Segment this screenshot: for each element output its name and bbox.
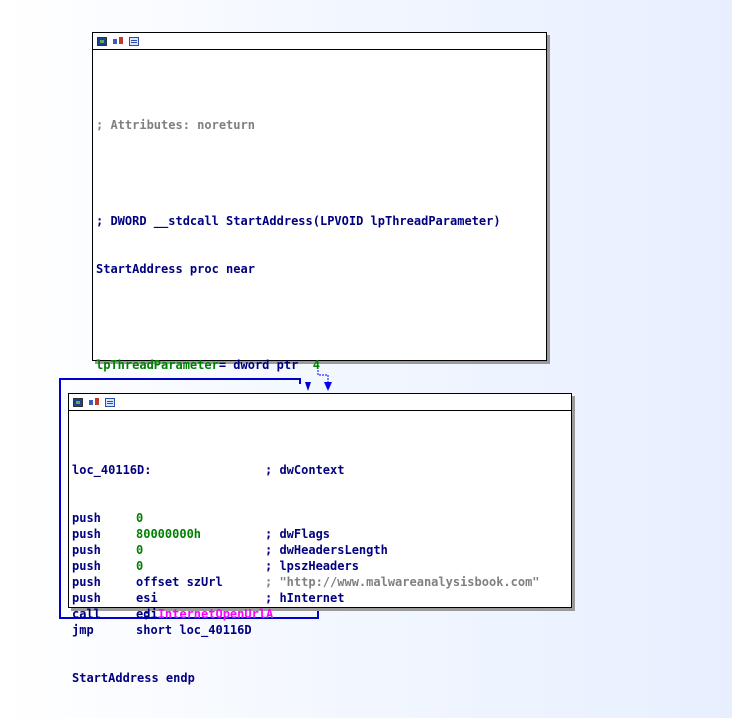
- label-comment: ; dwContext: [265, 463, 345, 477]
- flow-chart-icon[interactable]: [113, 37, 123, 45]
- operand: 0: [136, 511, 144, 525]
- comment: ; dwHeadersLength: [265, 543, 388, 557]
- instruction-line: push offset szUrl ; "http://www.malwareana…: [72, 574, 540, 590]
- proc-line: StartAddress proc near: [96, 262, 255, 276]
- mnemonic: push: [72, 559, 101, 573]
- block-toolbar: [69, 394, 571, 411]
- loop-edge: [59, 361, 332, 619]
- operand: 80000000h: [136, 527, 202, 541]
- instruction-line: push 0 ; lpszHeaders: [72, 558, 540, 574]
- var-type: = dword ptr: [218, 358, 313, 372]
- operand: 0: [136, 559, 144, 573]
- comment: ; dwFlags: [265, 527, 331, 541]
- api-name[interactable]: InternetOpenUrlA: [157, 607, 274, 621]
- text-view-icon[interactable]: [129, 36, 139, 46]
- instruction-line: push 0: [72, 510, 540, 526]
- label-line: loc_40116D: ; dwContext: [72, 462, 540, 478]
- loc-label[interactable]: loc_40116D:: [72, 463, 152, 477]
- mnemonic: push: [72, 543, 101, 557]
- mnemonic: call: [72, 607, 101, 621]
- operand: 0: [136, 543, 144, 557]
- code-listing: loc_40116D: ; dwContext push 0 push 80000000…: [72, 430, 540, 718]
- instruction-line: jmp short loc_40116D: [72, 622, 540, 638]
- graph-overview-icon[interactable]: [73, 397, 83, 407]
- mnemonic: jmp: [72, 623, 94, 637]
- var-name: lpThreadParameter: [96, 358, 219, 372]
- mnemonic: push: [72, 591, 101, 605]
- var-line: lpThreadParameter= dword ptr 4: [96, 357, 501, 373]
- code-block-start[interactable]: ; Attributes: noreturn ; DWORD __stdcall…: [92, 32, 547, 612]
- graph-overview-icon[interactable]: [97, 36, 107, 46]
- instruction-line: push 80000000h ; dwFlags: [72, 526, 540, 542]
- comment: ; lpszHeaders: [265, 559, 359, 573]
- endp-line: StartAddress endp: [72, 671, 195, 685]
- block-toolbar: [93, 33, 546, 50]
- mnemonic: push: [72, 575, 101, 589]
- mnemonic: push: [72, 527, 101, 541]
- mnemonic: push: [72, 511, 101, 525]
- prototype-comment: ; DWORD __stdcall StartAddress(LPVOID lp…: [96, 214, 501, 228]
- var-offset: 4: [312, 358, 320, 372]
- comment: ; hInternet: [265, 591, 345, 605]
- attributes-comment: ; Attributes: noreturn: [96, 118, 255, 132]
- operand: short loc_40116D: [136, 623, 252, 637]
- code-block-loop[interactable]: loc_40116D: ; dwContext push 0 push 80000000…: [68, 393, 572, 685]
- instruction-line: push esi ; hInternet: [72, 590, 540, 606]
- flow-chart-icon[interactable]: [89, 398, 99, 406]
- comment: ; "http://www.malwareanalysisbook.com": [265, 575, 540, 589]
- operand: esi: [136, 591, 158, 605]
- text-view-icon[interactable]: [105, 397, 115, 407]
- instruction-line: push 0 ; dwHeadersLength: [72, 542, 540, 558]
- operand: offset szUrl: [136, 575, 223, 589]
